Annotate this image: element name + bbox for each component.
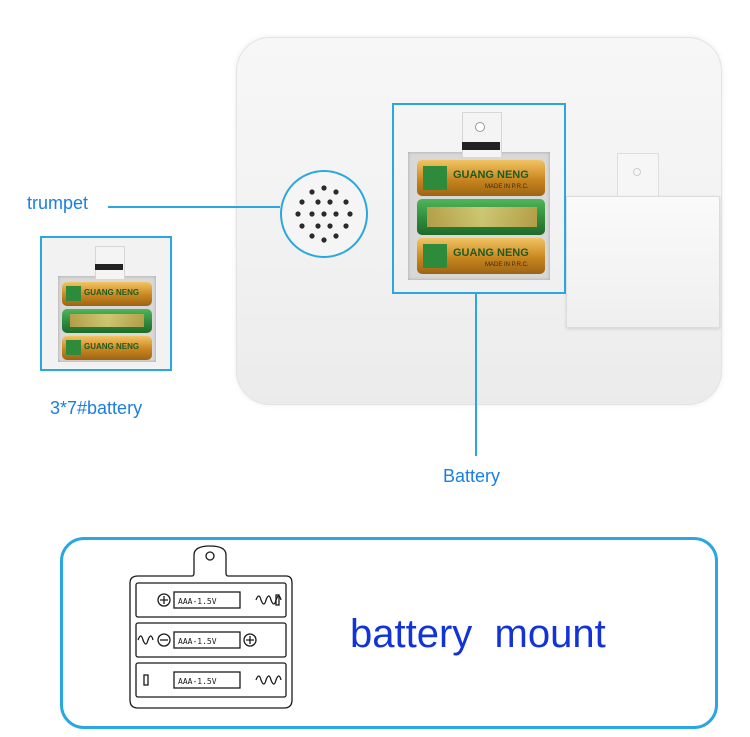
battery-cell-1: GUANG NENG MADE IN P.R.C.	[417, 160, 545, 196]
contact-mark	[275, 594, 280, 606]
minus-icon	[157, 633, 171, 647]
battery-cover-tab	[617, 153, 659, 199]
battery-cover	[566, 196, 720, 328]
thumbnail-caption: 3*7#battery	[50, 398, 143, 418]
thumbnail-latch	[95, 246, 125, 280]
battery-small-print: MADE IN P.R.C.	[485, 262, 529, 268]
battery-cell-3: GUANG NENG MADE IN P.R.C.	[417, 238, 545, 274]
battery-leader-line	[475, 294, 477, 456]
trumpet-label: trumpet	[27, 193, 89, 213]
battery-mount-label: battery mount	[350, 612, 606, 656]
mount-outline	[129, 545, 293, 709]
mount-slot-1	[135, 582, 287, 618]
plus-icon	[243, 633, 257, 647]
mount-cell-2	[173, 631, 241, 649]
battery-highlight-frame	[392, 103, 566, 294]
thumbnail-battery-1: GUANG NENG	[62, 282, 152, 306]
battery-brand-text: GUANG NENG	[453, 247, 529, 259]
battery-logo-icon	[423, 166, 447, 190]
battery-brand-text: GUANG NENG	[84, 342, 140, 351]
battery-label-band	[427, 207, 537, 227]
thumbnail-latch-strap	[95, 264, 123, 270]
mount-hole	[205, 551, 215, 561]
battery-brand-text: GUANG NENG	[84, 288, 140, 297]
battery-brand-text: GUANG NENG	[453, 169, 529, 181]
mount-cell-1	[173, 591, 241, 609]
battery-logo-icon	[66, 340, 81, 355]
mount-cell-label-3: AAA-1.5V	[178, 677, 217, 686]
battery-cell-2	[417, 199, 545, 235]
mount-cell-label-1: AAA-1.5V	[178, 597, 217, 606]
mount-cell-label-2: AAA-1.5V	[178, 637, 217, 646]
battery-logo-icon	[66, 286, 81, 301]
spring-icon	[255, 595, 282, 605]
battery-mount-panel	[60, 537, 718, 729]
battery-label: Battery	[443, 466, 501, 486]
speaker-grille	[280, 170, 368, 258]
thumbnail-battery-2	[62, 309, 152, 333]
spring-icon	[255, 675, 282, 685]
battery-logo-icon	[423, 244, 447, 268]
mount-slot-2	[135, 622, 287, 658]
cover-tab-hole	[633, 168, 641, 176]
plus-icon	[157, 593, 171, 607]
contact-mark	[143, 674, 149, 686]
battery-small-print: MADE IN P.R.C.	[485, 184, 529, 190]
battery-label-band	[70, 314, 144, 327]
compartment-latch	[462, 112, 502, 157]
thumbnail-battery-3: GUANG NENG	[62, 336, 152, 360]
latch-strap	[462, 142, 500, 150]
latch-hole	[475, 122, 485, 132]
mount-cell-3	[173, 671, 241, 689]
spring-icon	[137, 635, 154, 645]
mount-slot-3	[135, 662, 287, 698]
trumpet-leader-line	[108, 206, 280, 208]
speaker-holes-icon	[295, 185, 353, 243]
battery-mount-diagram: AAA-1.5V AAA-1.5V AAA-1.5V	[129, 545, 293, 709]
